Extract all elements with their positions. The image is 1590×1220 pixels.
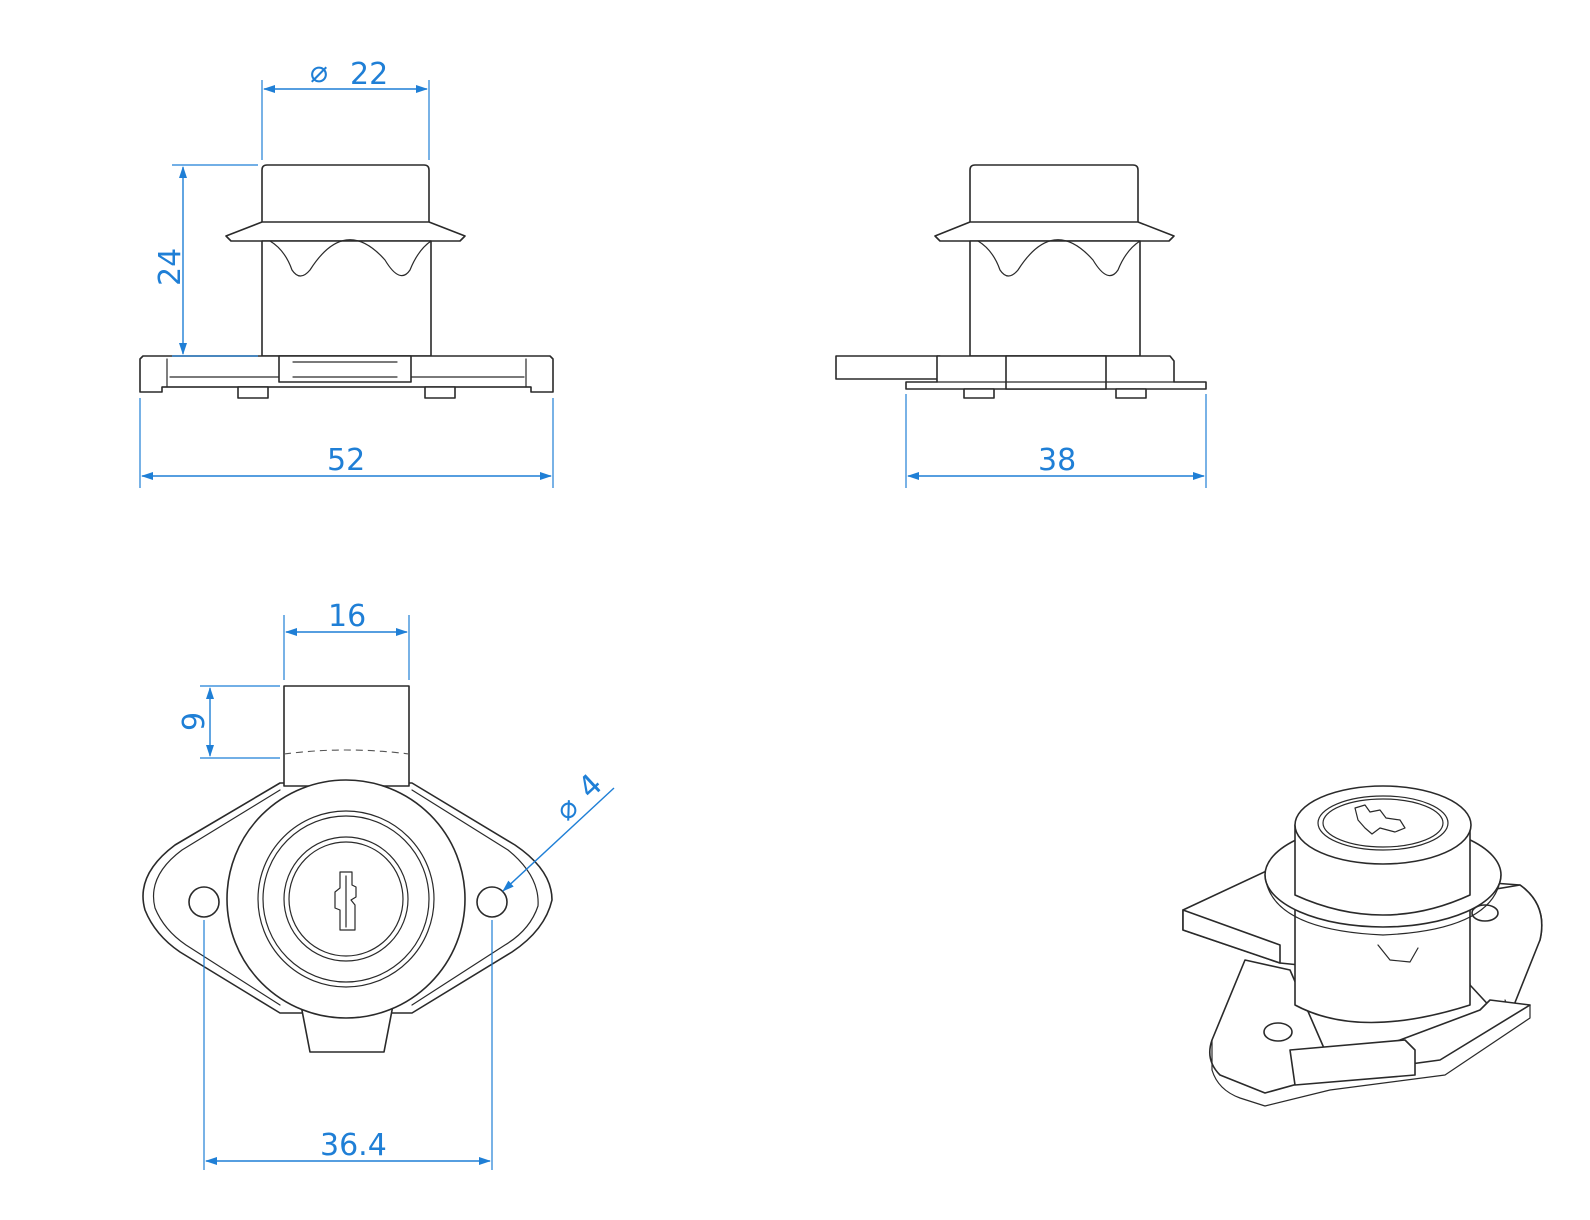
bolt-throw-label: 9 xyxy=(177,712,212,731)
side-cylinder-cap xyxy=(969,164,1139,224)
dimension-hole-spacing: 36.4 xyxy=(203,920,493,1170)
top-view xyxy=(142,685,553,1053)
iso-cap-top xyxy=(1294,785,1472,865)
side-flange xyxy=(934,221,1175,242)
dimension-cylinder-diameter: ⌀ 22 xyxy=(261,55,430,160)
keyway-face xyxy=(283,836,409,962)
iso-front-plate xyxy=(1209,959,1531,1094)
iso-hole-left xyxy=(1263,1022,1293,1042)
keyhole xyxy=(334,871,357,931)
iso-keyhole xyxy=(1354,804,1406,835)
side-width-label: 38 xyxy=(1038,443,1076,478)
cylinder-circle xyxy=(257,810,435,988)
plate-inner-edge-right xyxy=(411,789,539,1006)
bolt-width-label: 16 xyxy=(328,599,366,634)
side-cam xyxy=(1005,355,1107,390)
front-view xyxy=(139,164,554,399)
iso-flange-rim xyxy=(1264,874,1502,936)
plate-inner-edge xyxy=(152,789,281,1006)
dimension-base-width: 52 xyxy=(139,398,554,488)
cylinder-inner-circle xyxy=(262,815,430,983)
side-view xyxy=(835,164,1207,399)
dimension-bolt-throw: 9 xyxy=(177,685,280,759)
peg-right xyxy=(424,386,456,399)
base-width-label: 52 xyxy=(327,443,365,478)
peg-left xyxy=(237,386,269,399)
dimension-side-width: 38 xyxy=(905,394,1207,488)
cylinder-cap xyxy=(261,164,430,224)
iso-key-face xyxy=(1317,795,1449,851)
mounting-hole-left xyxy=(188,886,220,918)
hole-diameter-label: 4 xyxy=(572,767,610,806)
leader-line xyxy=(502,787,615,892)
iso-plate-side xyxy=(1182,909,1281,964)
dimension-height: 24 xyxy=(153,164,258,357)
iso-body-notch xyxy=(1377,944,1419,963)
iso-hole-right xyxy=(1471,904,1499,922)
side-bolt xyxy=(835,355,941,380)
iso-front-edge xyxy=(1211,1004,1531,1107)
body-notch xyxy=(269,239,432,277)
hole-spacing-label: 36.4 xyxy=(320,1128,387,1163)
hole-diameter-symbol: ⌀ xyxy=(549,790,586,828)
dimension-bolt-width: 16 xyxy=(283,599,410,680)
mounting-hole-right xyxy=(476,886,508,918)
diameter-symbol: ⌀ xyxy=(310,55,328,90)
cylinder-diameter-label: 22 xyxy=(350,57,388,92)
bolt-slot xyxy=(278,355,412,383)
keyway-face-inner xyxy=(288,841,404,957)
flange xyxy=(225,221,466,242)
iso-key-face-inner xyxy=(1322,798,1444,848)
bolt-hidden-edge xyxy=(283,749,410,755)
height-label: 24 xyxy=(153,248,188,286)
top-bolt xyxy=(283,685,410,787)
iso-bolt-block xyxy=(1289,1039,1416,1086)
side-peg-left xyxy=(963,388,995,399)
side-peg-right xyxy=(1115,388,1147,399)
isometric-view xyxy=(1182,785,1543,1107)
side-body xyxy=(969,240,1141,357)
side-body-notch xyxy=(977,239,1141,277)
